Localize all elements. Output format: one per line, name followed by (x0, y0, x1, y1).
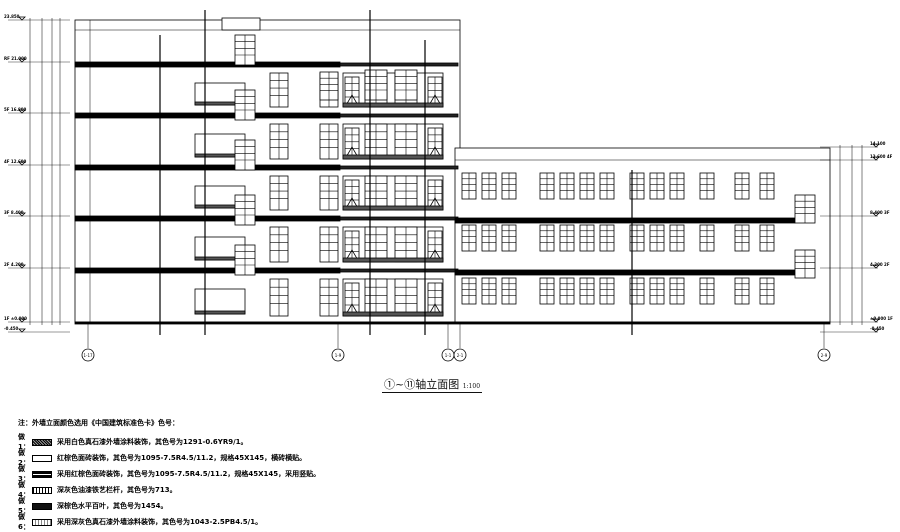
balcony-frame (342, 226, 444, 263)
level-label: 2F 4.200 (4, 262, 24, 267)
title-scale: 1:100 (462, 383, 481, 390)
legend-text: 采用红棕色面砖装饰，其色号为1095-7.5R4.5/11.2，规格45X145… (57, 470, 321, 478)
roof-structure (221, 17, 261, 31)
axis-bubble (453, 348, 467, 362)
legend-label: 做5： (18, 497, 30, 515)
axis-label: 2-9 (821, 353, 828, 358)
swatch-icon (32, 470, 52, 478)
axis-label: 1-9 (335, 353, 342, 358)
legend-item-4: 做4： 深灰色油漆铁艺栏杆，其色号为713。 (18, 481, 320, 499)
level-marker-icon (18, 318, 26, 323)
stair-railing (194, 310, 246, 315)
floor-band (454, 269, 796, 276)
floor-band (74, 61, 341, 68)
level-marker-icon (18, 328, 26, 333)
railing (342, 311, 444, 317)
balcony-slab (339, 62, 459, 67)
level-label: 23.850 (4, 14, 20, 19)
balcony-frame (342, 175, 444, 211)
legend-item-2: 做2： 红棕色面砖装饰，其色号为1095-7.5R4.5/11.2，规格45X14… (18, 449, 320, 467)
balcony-frame (342, 123, 444, 160)
level-marker-icon (18, 109, 26, 114)
swatch-icon (32, 438, 52, 446)
legend-label: 做6： (18, 513, 30, 531)
legend-text: 深棕色水平百叶，其色号为1454。 (57, 502, 168, 510)
railing (342, 257, 444, 263)
floor-band (74, 164, 341, 171)
swatch-icon (32, 486, 52, 494)
legend-text: 红棕色面砖装饰，其色号为1095-7.5R4.5/11.2，规格45X145，横… (57, 454, 307, 462)
axis-bubble (817, 348, 831, 362)
level-marker-icon (18, 16, 26, 21)
axis-label: 1-1 (445, 353, 452, 358)
railing (342, 102, 444, 108)
balcony-slab (339, 165, 459, 170)
legend-text: 采用白色真石漆外墙涂料装饰，其色号为1291-0.6YR9/1。 (57, 438, 248, 446)
axis-label: 2-1 (457, 353, 464, 358)
axis-bubble (81, 348, 95, 362)
elevation-drawing: 1-17 1-9 1-1 2-1 2-9 23.850 RF 21.000 5F 16.800… (4, 10, 893, 362)
level-marker-icon (872, 264, 880, 269)
level-label: 14.100 (870, 141, 886, 146)
level-marker-icon (872, 318, 880, 323)
floor-band (454, 217, 796, 224)
railing (342, 205, 444, 211)
level-label: 4.200 2F (870, 262, 890, 267)
swatch-icon (32, 454, 52, 462)
level-label: 12.600 4F (870, 154, 893, 159)
level-label: ±0.000 1F (870, 316, 893, 321)
balcony-slab (339, 268, 459, 273)
level-marker-icon (872, 328, 880, 333)
legend-item-3: 做3： 采用红棕色面砖装饰，其色号为1095-7.5R4.5/11.2，规格45X… (18, 465, 321, 483)
swatch-icon (32, 502, 52, 510)
legend-text: 深灰色油漆铁艺栏杆，其色号为713。 (57, 486, 177, 494)
level-marker-icon (872, 143, 880, 148)
material-legend: 注：外墙立面颜色选用《中国建筑标准色卡》色号： 做1： 采用白色真石漆外墙涂料装饰… (18, 418, 321, 531)
level-marker-icon (872, 156, 880, 161)
level-marker-icon (18, 264, 26, 269)
swatch-icon (32, 518, 52, 526)
title-text: ①~⑪轴立面图 (384, 378, 460, 391)
legend-label: 做2： (18, 449, 30, 467)
axis-bubble (331, 348, 345, 362)
legend-label: 做3： (18, 465, 30, 483)
legend-item-5: 做5： 深棕色水平百叶，其色号为1454。 (18, 497, 320, 515)
axis-label: 1-17 (83, 353, 93, 358)
stair-panel (194, 288, 246, 315)
legend-item-6: 做6： 采用深灰色真石漆外墙涂料装饰，其色号为1043-2.5PB4.5/1。 (18, 513, 320, 531)
level-label: 8.400 3F (870, 210, 890, 215)
level-label: RF 21.000 (4, 56, 27, 61)
floor-band (74, 112, 341, 119)
legend-label: 做4： (18, 481, 30, 499)
legend-item-1: 做1： 采用白色真石漆外墙涂料装饰，其色号为1291-0.6YR9/1。 (18, 433, 320, 451)
legend-label: 做1： (18, 433, 30, 451)
level-marker-icon (18, 212, 26, 217)
drawing-title: ①~⑪轴立面图 1:100 (382, 376, 483, 393)
level-label: 3F 8.400 (4, 210, 24, 215)
level-marker-icon (872, 212, 880, 217)
ground-line (74, 321, 831, 325)
floor-band (74, 215, 341, 222)
level-label: 1F ±0.000 (4, 316, 27, 321)
balcony-frame (342, 278, 444, 317)
legend-note: 注：外墙立面颜色选用《中国建筑标准色卡》色号： (18, 419, 179, 427)
level-label: 5F 16.800 (4, 107, 27, 112)
level-label: 4F 12.600 (4, 159, 27, 164)
legend-text: 采用深灰色真石漆外墙涂料装饰，其色号为1043-2.5PB4.5/1。 (57, 518, 263, 526)
floor-band (74, 267, 341, 274)
balcony-frame (342, 72, 444, 108)
balcony-slab (339, 113, 459, 118)
balcony-slab (339, 216, 459, 221)
level-marker-icon (18, 161, 26, 166)
level-label: -0.450 (4, 326, 19, 331)
level-marker-icon (18, 58, 26, 63)
level-label: -0.450 (870, 326, 885, 331)
railing (342, 154, 444, 160)
